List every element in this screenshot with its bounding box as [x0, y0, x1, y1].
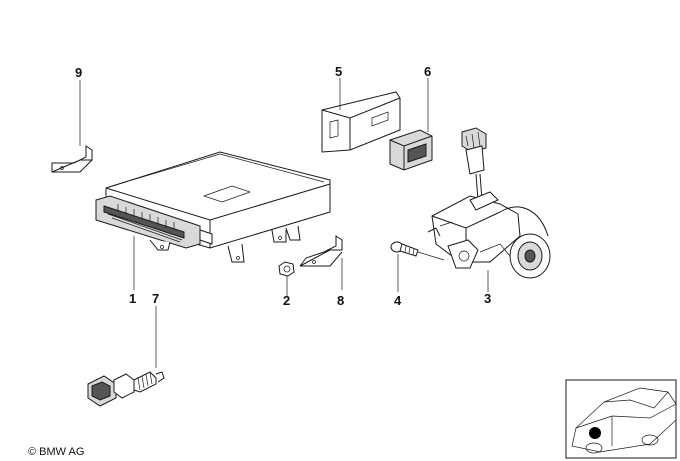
- part-1-control-unit: [95, 151, 331, 263]
- callout-3: 3: [484, 291, 492, 306]
- car-locator-inset: [565, 379, 677, 459]
- callout-6: 6: [424, 64, 432, 79]
- callout-9: 9: [75, 65, 83, 80]
- part-3-ignition-switch: [427, 127, 551, 279]
- callout-7: 7: [152, 291, 160, 306]
- callout-2: 2: [283, 293, 291, 308]
- location-marker-dot: [589, 427, 601, 439]
- leader-lines: [79, 78, 489, 368]
- callout-8: 8: [337, 293, 345, 308]
- part-7-sensor: [87, 371, 165, 407]
- part-5-holder: [321, 91, 401, 153]
- part-8-bracket: [299, 235, 343, 267]
- callout-4: 4: [394, 293, 402, 308]
- copyright-notice: © BMW AG: [28, 446, 85, 458]
- callout-1: 1: [129, 291, 137, 306]
- callout-5: 5: [335, 64, 343, 79]
- part-9-bracket: [51, 145, 93, 173]
- part-6-relay: [389, 129, 433, 171]
- part-4-screw: [390, 241, 445, 261]
- part-2-nut: [278, 261, 295, 277]
